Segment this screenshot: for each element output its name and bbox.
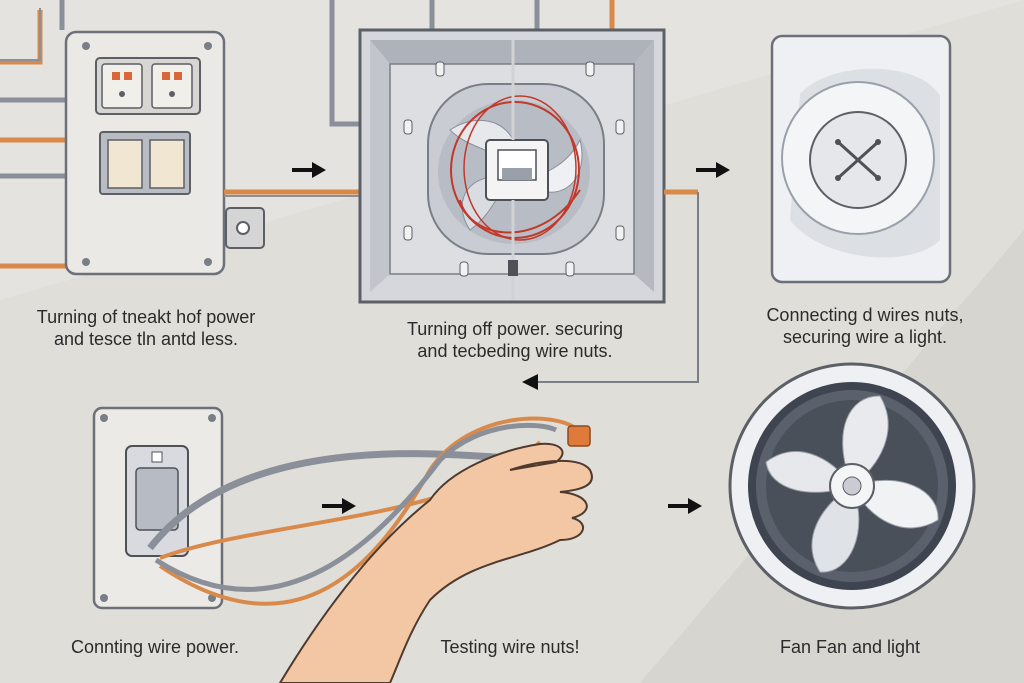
exhaust-fan-icon (728, 362, 976, 610)
wall-switch-panel-icon (0, 0, 360, 276)
step-caption-5: Testing wire nuts! (400, 636, 620, 658)
step-caption-3: Connecting d wires nuts, securing wire a… (740, 304, 990, 348)
caption-line: securing wire a light. (782, 327, 948, 347)
wire-nut-hand-icon (147, 416, 593, 683)
step-caption-1: Turning of tneakt hof power and tesce tl… (16, 306, 276, 350)
arrow-right-icon (322, 498, 356, 514)
caption-line: and tecbeding wire nuts. (417, 341, 613, 361)
caption-line: Turning off power. securing (406, 319, 624, 339)
caption-line: and tesce tln antd less. (53, 329, 239, 349)
light-switch-hand-icon (92, 406, 224, 610)
arrow-right-icon (292, 162, 326, 178)
caption-line: Connting wire power. (70, 637, 240, 657)
fan-cover-plate-icon (770, 34, 952, 284)
caption-line: Fan Fan and light (779, 637, 921, 657)
caption-line: Turning of tneakt hof power (36, 307, 256, 327)
arrow-right-icon (696, 162, 730, 178)
caption-line: Connecting d wires nuts, (766, 305, 964, 325)
caption-line: Testing wire nuts! (440, 637, 580, 657)
step-caption-2: Turning off power. securing and tecbedin… (380, 318, 650, 362)
fan-housing-wiring-icon (329, 0, 698, 304)
connector-line (522, 192, 699, 390)
step-caption-6: Fan Fan and light (750, 636, 950, 658)
step-caption-4: Connting wire power. (40, 636, 270, 658)
arrow-right-icon (668, 498, 702, 514)
